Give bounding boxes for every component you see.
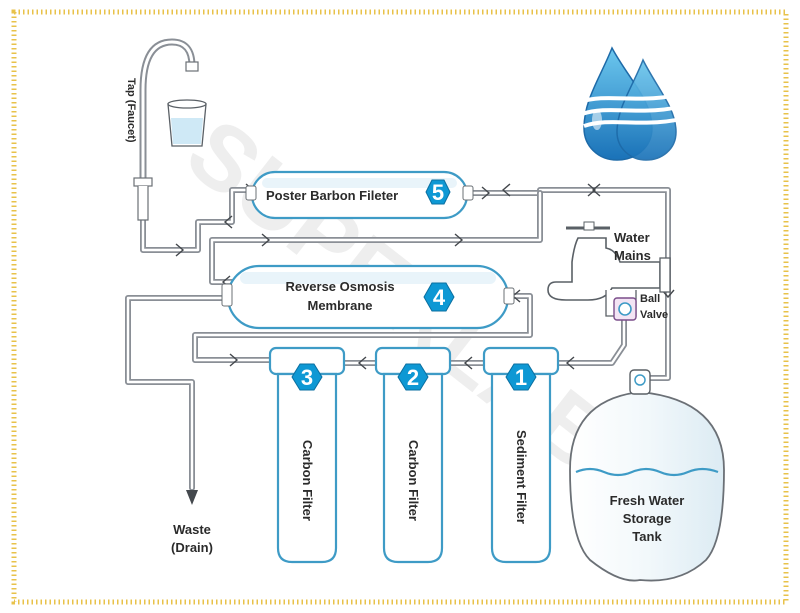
water-drops-icon [579, 46, 695, 161]
waste-label-line2: (Drain) [171, 540, 213, 555]
ball-valve-label-line1: Ball [640, 293, 660, 305]
filter-4-badge [423, 282, 455, 312]
filter-3-housing [268, 346, 346, 564]
filter-4-label-line1: Reverse Osmosis [285, 279, 394, 294]
filter-5-number: 5 [432, 180, 444, 205]
pipework [125, 187, 671, 491]
filter-1-number: 1 [515, 365, 527, 390]
water-mains-label-line2: Mains [614, 248, 651, 263]
filter-5-housing [245, 170, 474, 220]
filter-2-number: 2 [407, 365, 419, 390]
ball-valve-icon [613, 297, 637, 321]
drain-arrow [186, 490, 198, 505]
filter-1-badge [505, 363, 537, 391]
filter-3-label: Carbon Filter [300, 440, 315, 521]
filter-4-label-line2: Membrane [307, 298, 372, 313]
faucet-icon [133, 38, 199, 221]
glass-icon [167, 99, 207, 147]
water-mains-label-line1: Water [614, 230, 650, 245]
tank-label-line2: Storage [623, 511, 671, 526]
filter-2-housing [374, 346, 452, 564]
filter-5-label: Poster Barbon Fileter [266, 188, 398, 203]
tank-valve-icon [629, 369, 651, 395]
storage-tank [569, 391, 725, 582]
filter-1-label: Sediment Filter [514, 430, 529, 524]
filter-1-housing [482, 346, 560, 564]
tank-label-line1: Fresh Water [610, 493, 685, 508]
filter-2-label: Carbon Filter [406, 440, 421, 521]
waste-label-line1: Waste [173, 522, 211, 537]
filter-2-badge [397, 363, 429, 391]
ball-valve-label-line2: Valve [640, 309, 668, 321]
tap-label: Tap (Faucet) [125, 78, 137, 143]
tank-label-line3: Tank [632, 529, 662, 544]
filter-4-number: 4 [433, 285, 446, 310]
filter-5-badge [425, 179, 451, 205]
filter-3-badge [291, 363, 323, 391]
dotted-frame [11, 9, 789, 605]
filter-4-housing [221, 264, 515, 330]
filter-3-number: 3 [301, 365, 313, 390]
